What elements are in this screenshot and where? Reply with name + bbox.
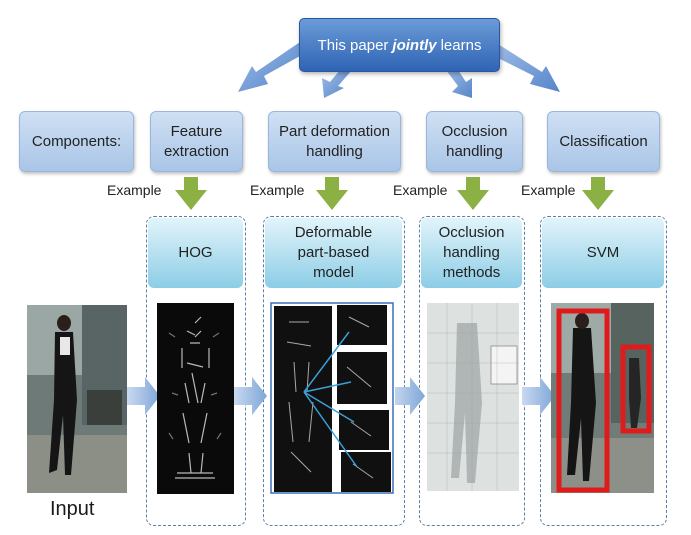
example-occlusion-methods: Occlusion handling methods [421,218,522,288]
example-label-3: Example [393,182,448,198]
occlusion-image [427,303,519,491]
down-arrow-3 [457,177,489,210]
top-prefix: This paper [317,36,389,54]
arrow-to-classification [498,44,560,92]
hog-image [157,303,234,494]
example-deformable-part-model: Deformable part-based model [265,218,402,288]
svm-image [551,303,654,493]
right-arrow-4 [522,377,555,415]
detection-box-secondary [620,344,652,434]
example-label-4: Example [521,182,576,198]
input-image [27,305,127,493]
right-arrow-3 [392,377,425,415]
down-arrow-1 [175,177,207,210]
component-feature-extraction: Feature extraction [150,111,243,172]
arrow-to-part-deformation [322,70,352,98]
pedestrian-figure [49,315,77,475]
down-arrow-2 [316,177,348,210]
detection-box-main [556,308,610,493]
component-classification: Classification [547,111,660,172]
green-down-arrows [175,177,614,210]
top-emphasis: jointly [392,36,437,54]
top-suffix: learns [440,36,482,54]
down-arrow-4 [582,177,614,210]
deformable-model-image [269,302,395,495]
right-arrow-1 [127,377,160,415]
arrow-to-occlusion [446,70,472,98]
arrow-to-feature-extraction [238,42,300,92]
input-label: Input [50,498,95,520]
example-hog: HOG [148,218,243,288]
example-label-2: Example [250,182,305,198]
example-label-1: Example [107,182,162,198]
component-occlusion: Occlusion handling [426,111,523,172]
right-arrow-2 [234,377,267,415]
top-box: This paper jointly learns [299,18,500,72]
components-label: Components: [19,111,134,172]
example-svm: SVM [542,218,664,288]
component-part-deformation: Part deformation handling [268,111,401,172]
